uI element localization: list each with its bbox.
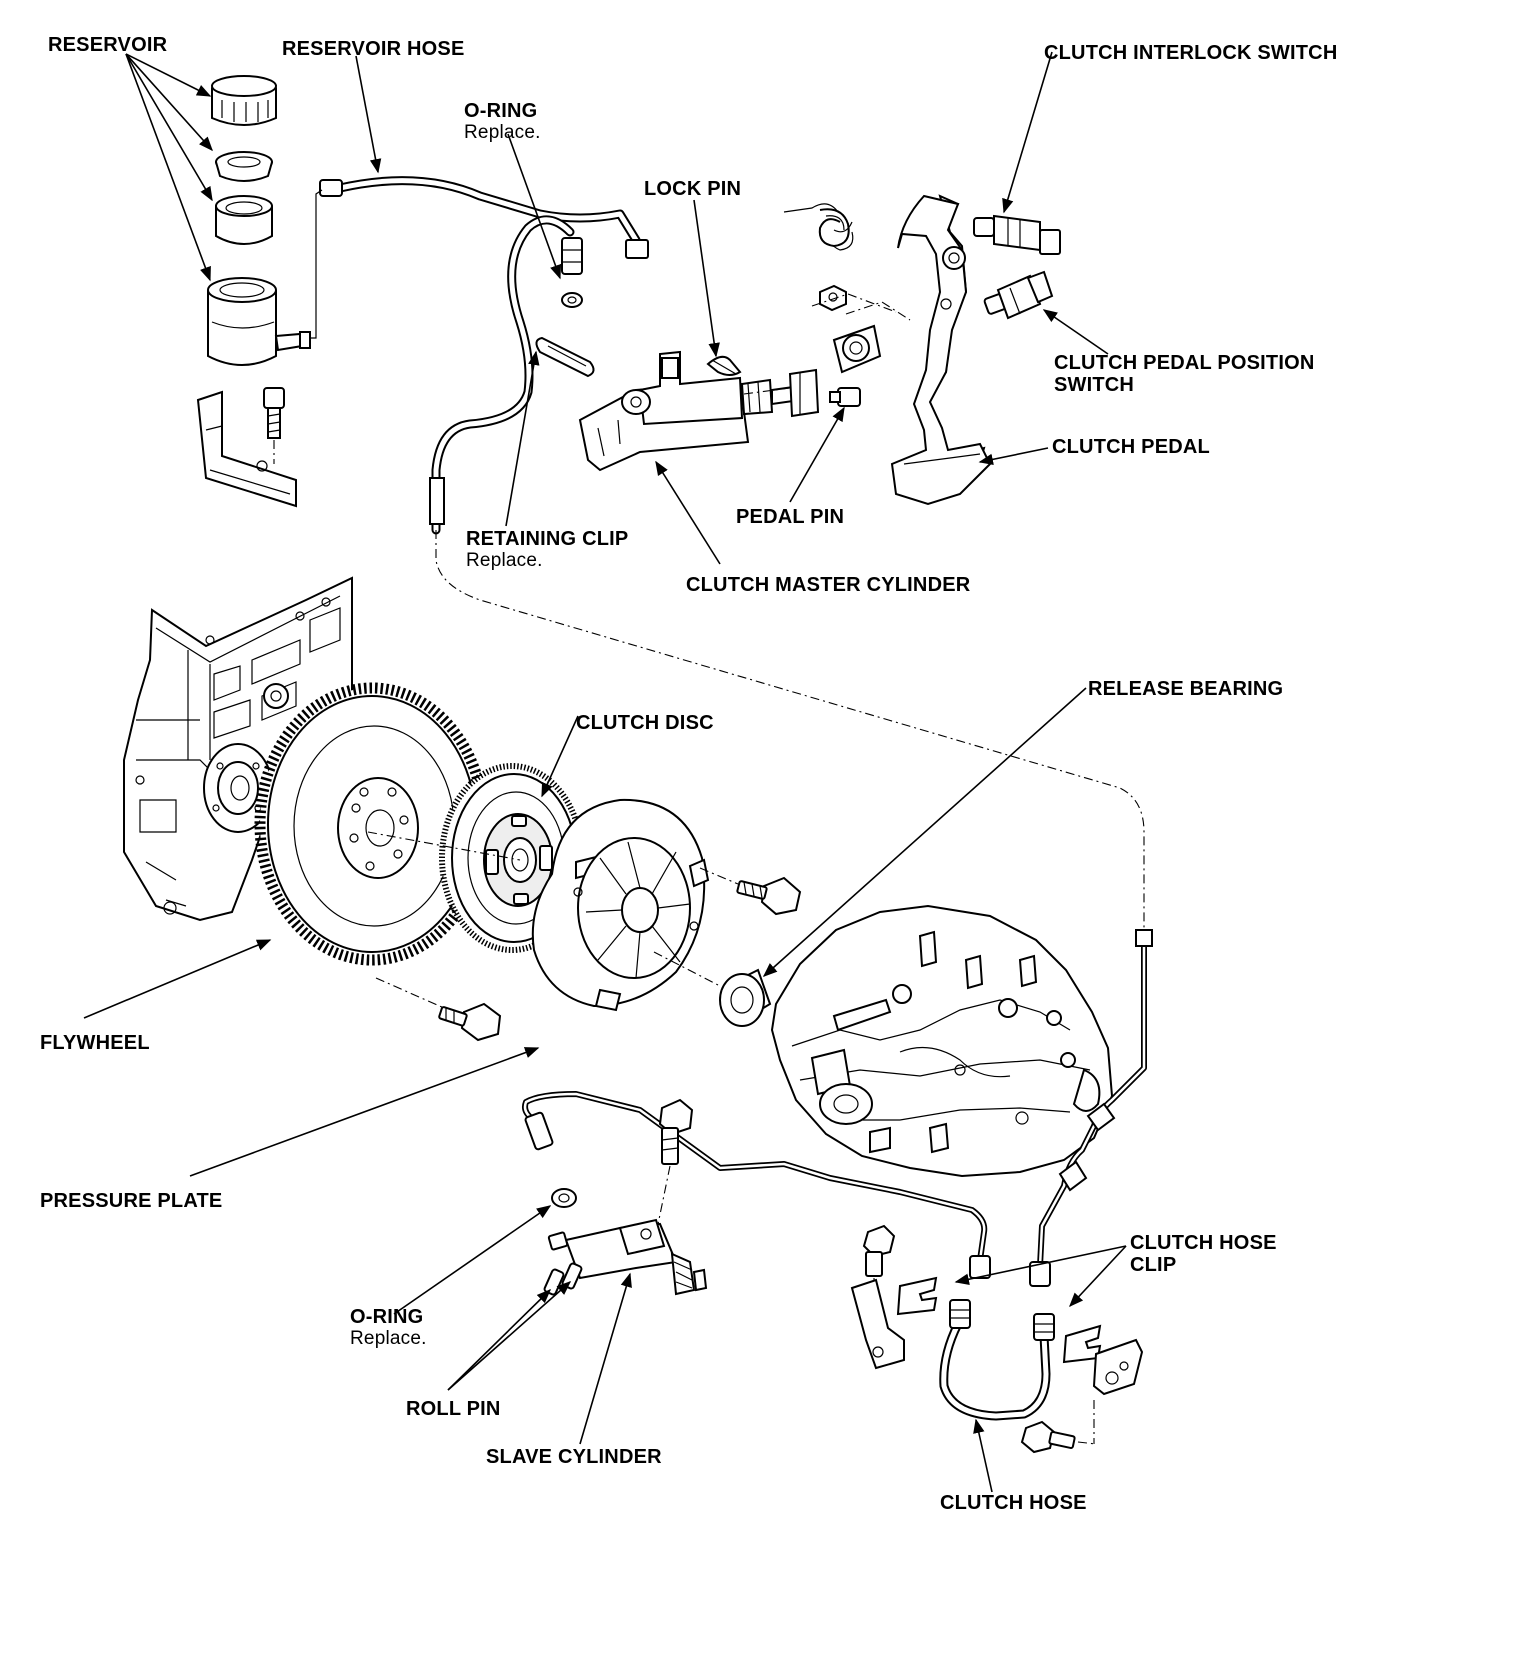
pressure-plate-bolt [736, 876, 802, 916]
label-oring-bottom-name: O-RING [350, 1306, 424, 1328]
crankshaft-flange [203, 743, 273, 833]
label-oring-bottom: O-RING Replace. [350, 1306, 427, 1349]
hose-bracket [1092, 1338, 1144, 1396]
hose-clip-left [896, 1276, 938, 1316]
label-pedal-pin: PEDAL PIN [736, 506, 845, 528]
label-reservoir-hose: RESERVOIR HOSE [282, 38, 465, 60]
label-clutch-master-cylinder: CLUTCH MASTER CYLINDER [686, 574, 971, 596]
label-pedal-position-switch-line2: SWITCH [1054, 374, 1135, 396]
slave-cylinder-part [547, 1218, 708, 1296]
label-slave-cylinder: SLAVE CYLINDER [486, 1446, 662, 1468]
master-cylinder-clevis [788, 368, 820, 418]
pedal-nut [819, 284, 847, 312]
lock-pin-part [706, 355, 742, 376]
pipe-bracket [850, 1278, 905, 1370]
pedal-return-spring [783, 203, 854, 251]
label-roll-pin: ROLL PIN [406, 1398, 501, 1420]
pedal-position-switch-part [983, 270, 1054, 320]
label-reservoir: RESERVOIR [48, 34, 168, 56]
hose-bolt [1020, 1400, 1097, 1454]
label-retaining-clip: RETAINING CLIP Replace. [466, 528, 628, 571]
retaining-clip-part [535, 336, 595, 378]
reservoir-body [207, 277, 311, 366]
label-pressure-plate: PRESSURE PLATE [40, 1190, 223, 1212]
reservoir-hose-line [310, 176, 649, 339]
master-to-slave-routing [435, 530, 1145, 940]
label-oring-bottom-note: Replace. [350, 1328, 427, 1349]
label-oring-top-note: Replace. [464, 122, 541, 143]
pressure-plate-part [531, 798, 710, 1012]
label-clutch-hose-clip-line2: CLIP [1130, 1254, 1177, 1276]
hose-clip-right [1062, 1324, 1102, 1364]
reservoir-cap [211, 75, 277, 126]
transmission-case [770, 904, 1114, 1178]
label-clutch-hose-clip: CLUTCH HOSE CLIP [1130, 1232, 1277, 1276]
reservoir-bolt [263, 387, 285, 464]
flywheel-part [254, 682, 490, 966]
label-clutch-hose-clip-line1: CLUTCH HOSE [1130, 1232, 1277, 1254]
label-clutch-pedal-position-switch: CLUTCH PEDAL POSITION SWITCH [1054, 352, 1315, 396]
label-pedal-position-switch-line1: CLUTCH PEDAL POSITION [1054, 352, 1315, 374]
label-clutch-hose: CLUTCH HOSE [940, 1492, 1087, 1514]
master-cylinder-pipe [429, 215, 575, 535]
leader-lines [83, 51, 1127, 1493]
slave-bolt [655, 1098, 694, 1235]
slave-cylinder-pipe [522, 1091, 991, 1279]
pedal-bushing [832, 324, 882, 374]
release-bearing-part [719, 968, 772, 1027]
label-lock-pin: LOCK PIN [644, 178, 742, 200]
label-oring-top-name: O-RING [464, 100, 538, 122]
interlock-switch-part [973, 214, 1061, 255]
slave-oring [551, 1188, 577, 1208]
label-release-bearing: RELEASE BEARING [1088, 678, 1284, 700]
oring-top-fitting [561, 237, 583, 308]
flywheel-bolt [438, 1002, 502, 1042]
reservoir-bracket [196, 390, 297, 508]
label-clutch-disc: CLUTCH DISC [576, 712, 714, 734]
reservoir-seal [215, 195, 273, 245]
pedal-pin-part [829, 387, 861, 407]
master-cylinder-body [578, 350, 801, 472]
label-retaining-clip-note: Replace. [466, 550, 543, 571]
label-oring-top: O-RING Replace. [464, 100, 541, 143]
pipe-bracket-bolt [862, 1224, 896, 1300]
clutch-pedal-part [890, 194, 992, 506]
pedal-assembly-guide [743, 293, 911, 395]
label-flywheel: FLYWHEEL [40, 1032, 150, 1054]
disc-alignment-line [367, 831, 739, 1009]
clutch-hose-part [939, 1299, 1055, 1421]
label-clutch-interlock-switch: CLUTCH INTERLOCK SWITCH [1044, 42, 1338, 64]
label-retaining-clip-name: RETAINING CLIP [466, 528, 629, 550]
reservoir-filter [215, 151, 273, 182]
label-clutch-pedal: CLUTCH PEDAL [1052, 436, 1210, 458]
clutch-line-upper [1029, 929, 1153, 1287]
